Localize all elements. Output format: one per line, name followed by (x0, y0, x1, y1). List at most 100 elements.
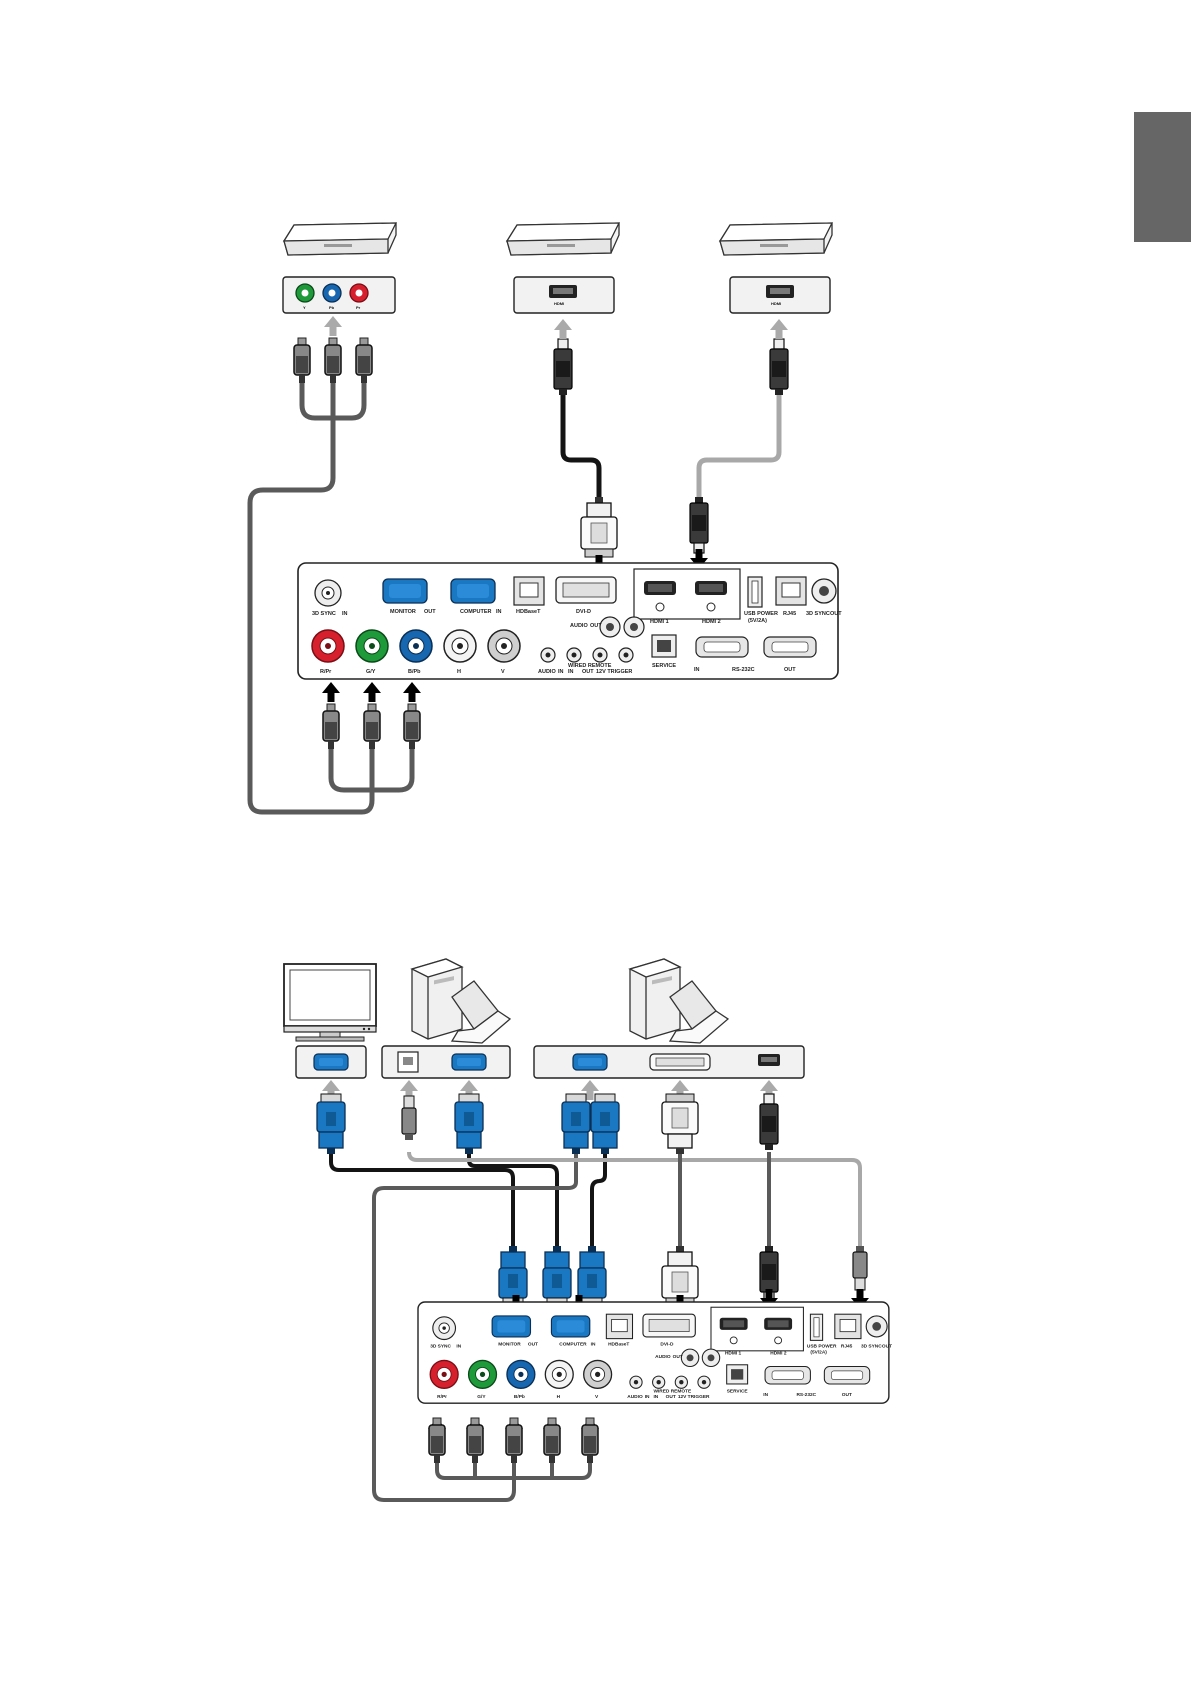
svg-text:V: V (501, 669, 505, 675)
svg-text:IN: IN (342, 611, 348, 617)
svg-text:HDMI 2: HDMI 2 (770, 1350, 787, 1356)
svg-text:IN: IN (558, 669, 564, 675)
arrow-up-icon (363, 682, 381, 702)
vga-to-component-cable (372, 1152, 578, 1502)
svg-text:RJ45: RJ45 (783, 611, 796, 617)
svg-text:COMPUTER: COMPUTER (559, 1342, 587, 1348)
arrow-up-icon (322, 682, 340, 702)
svg-text:WIRED REMOTE: WIRED REMOTE (568, 663, 612, 669)
svg-text:AUDIO: AUDIO (538, 669, 556, 675)
dvi-plug (580, 496, 618, 558)
svg-text:IN: IN (694, 667, 700, 673)
svg-text:MONITOR: MONITOR (498, 1342, 521, 1348)
vga-plug (316, 1093, 346, 1155)
vga-plug (590, 1093, 620, 1155)
svg-text:OUT: OUT (528, 1342, 538, 1348)
svg-text:3D SYNC: 3D SYNC (312, 611, 336, 617)
svg-text:IN: IN (653, 1394, 658, 1400)
svg-text:OUT: OUT (582, 669, 594, 675)
computer-device-icon (629, 958, 729, 1044)
component-cable (247, 381, 375, 815)
vga-plug (542, 1245, 572, 1307)
rca-plug (403, 703, 421, 750)
rca-plug (293, 337, 311, 384)
y-label: Y (303, 305, 306, 310)
bnc-plug (505, 1417, 523, 1464)
svg-text:G/Y: G/Y (366, 669, 376, 675)
bnc-plug (581, 1417, 599, 1464)
rca-plug (322, 703, 340, 750)
svg-text:RS-232C: RS-232C (796, 1392, 816, 1398)
svg-text:H: H (457, 669, 461, 675)
rca-plug (324, 337, 342, 384)
component-source-device (283, 222, 397, 256)
svg-text:(5V/2A): (5V/2A) (810, 1349, 827, 1355)
dvi-plug (661, 1093, 699, 1155)
pb-label: Pb (329, 305, 335, 310)
svg-text:AUDIO: AUDIO (570, 623, 588, 629)
svg-text:OUT: OUT (666, 1394, 676, 1400)
hdmi-plug (769, 338, 789, 396)
svg-text:G/Y: G/Y (477, 1394, 486, 1400)
svg-text:V: V (595, 1394, 599, 1400)
hdmi-source-device-2 (719, 222, 833, 256)
svg-text:RS-232C: RS-232C (732, 667, 755, 673)
svg-text:OUT: OUT (673, 1354, 683, 1360)
svg-text:SERVICE: SERVICE (727, 1389, 748, 1395)
svg-text:B/Pb: B/Pb (514, 1394, 525, 1400)
svg-text:HDBaseT: HDBaseT (608, 1342, 629, 1348)
hdmi-plug (689, 496, 709, 554)
projector-rear-panel: 3D SYNC IN MONITOR OUT COMPUTER IN HDBas… (417, 1301, 892, 1404)
svg-text:R/Pr: R/Pr (320, 669, 332, 675)
bnc-plug (428, 1417, 446, 1464)
svg-text:DVI-D: DVI-D (576, 609, 591, 615)
svg-text:AUDIO: AUDIO (655, 1354, 671, 1360)
rj45-plug (852, 1245, 868, 1291)
svg-text:12V TRIGGER: 12V TRIGGER (596, 669, 632, 675)
computer-2-vga-cable (590, 1152, 607, 1246)
hdmi-to-dvi-cable (560, 391, 602, 497)
lan-cable (407, 1151, 862, 1246)
svg-text:AUDIO: AUDIO (627, 1394, 643, 1400)
rca-plug (363, 703, 381, 750)
hdmi-plug (553, 338, 573, 396)
arrow-up-icon (770, 319, 788, 339)
projector-rear-panel: 3D SYNC IN MONITOR OUT COMPUTER IN HDBas… (297, 562, 842, 680)
svg-text:(5V/2A): (5V/2A) (748, 618, 767, 624)
section-tab (1134, 112, 1191, 242)
arrow-up-icon (403, 682, 421, 702)
monitor-vga-cable (329, 1152, 515, 1246)
svg-text:OUT: OUT (882, 1343, 892, 1349)
arrow-up-icon (554, 319, 572, 339)
bnc-plug (543, 1417, 561, 1464)
svg-text:HDBaseT: HDBaseT (516, 609, 541, 615)
rca-plug (355, 337, 373, 384)
computer-1-vga-cable (467, 1152, 559, 1246)
svg-text:12V TRIGGER: 12V TRIGGER (678, 1394, 710, 1400)
vga-plug (454, 1093, 484, 1155)
svg-text:H: H (557, 1394, 561, 1400)
diagram-top: Y Pb Pr HDMI HDMI (247, 222, 842, 815)
svg-text:3D SYNC: 3D SYNC (861, 1343, 882, 1349)
svg-text:IN: IN (456, 1343, 461, 1349)
svg-text:USB POWER: USB POWER (807, 1343, 837, 1349)
svg-text:HDMI 1: HDMI 1 (650, 619, 669, 625)
hdmi-source-device-1 (506, 222, 620, 256)
svg-text:IN: IN (645, 1394, 650, 1400)
svg-text:IN: IN (496, 609, 502, 615)
svg-text:DVI-D: DVI-D (660, 1342, 674, 1348)
svg-text:OUT: OUT (842, 1392, 852, 1398)
computer-device-icon (411, 958, 511, 1044)
bnc-plug (466, 1417, 484, 1464)
svg-text:B/Pb: B/Pb (408, 669, 421, 675)
svg-text:3D SYNC: 3D SYNC (806, 611, 830, 617)
svg-text:SERVICE: SERVICE (652, 663, 676, 669)
arrow-up-icon (324, 316, 342, 336)
svg-text:IN: IN (763, 1392, 768, 1398)
svg-text:OUT: OUT (590, 623, 602, 629)
svg-text:COMPUTER: COMPUTER (460, 609, 492, 615)
svg-text:OUT: OUT (784, 667, 796, 673)
svg-text:WIRED REMOTE: WIRED REMOTE (653, 1389, 691, 1395)
hdmi-label-1: HDMI (554, 301, 564, 306)
